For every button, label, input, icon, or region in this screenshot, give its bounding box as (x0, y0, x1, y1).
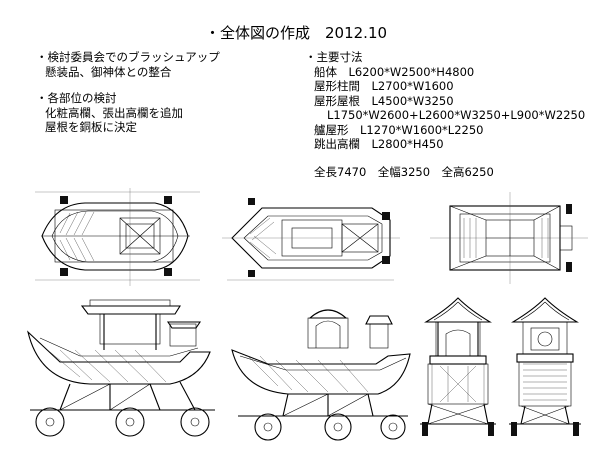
dimension-line: L1750*W2600+L2600*W3250+L900*W2250 (327, 108, 586, 122)
side-elevation-a (27, 299, 215, 437)
back-elevation (509, 297, 581, 436)
dimension-notes: ・主要寸法 船体 L6200*W2500*H4800 屋形柱間 L2700*W1… (305, 50, 585, 179)
plan-view-a (35, 188, 200, 286)
dimension-line: 艫屋形 L1270*W1600*L2250 (314, 122, 484, 137)
dimension-line: 跳出高欄 L2800*H450 (314, 137, 444, 151)
dimension-line: 屋形柱間 L2700*W1600 (314, 79, 454, 93)
note-heading: ・各部位の検討 (36, 91, 117, 105)
note-line: 懸装品、御神体との整合 (45, 64, 172, 79)
plan-view-b (222, 198, 400, 281)
note-line: 屋根を銅板に決定 (45, 120, 137, 134)
side-elevation-b (231, 309, 411, 441)
front-elevation (420, 297, 496, 436)
left-notes: ・検討委員会でのブラッシュアップ 懸装品、御神体との整合 ・各部位の検討 化粧高… (36, 50, 220, 135)
page-title: ・全体図の作成 2012.10 (205, 24, 388, 42)
dimension-line: 船体 L6200*W2500*H4800 (314, 64, 475, 79)
note-heading: ・検討委員会でのブラッシュアップ (36, 50, 220, 64)
note-line: 化粧高欄、張出高欄を追加 (45, 105, 183, 120)
dimension-heading: ・主要寸法 (305, 50, 363, 64)
plan-view-c (430, 192, 588, 284)
dimension-line: 屋形屋根 L4500*W3250 (314, 93, 454, 108)
total-dimensions: 全長7470 全幅3250 全高6250 (314, 164, 494, 179)
